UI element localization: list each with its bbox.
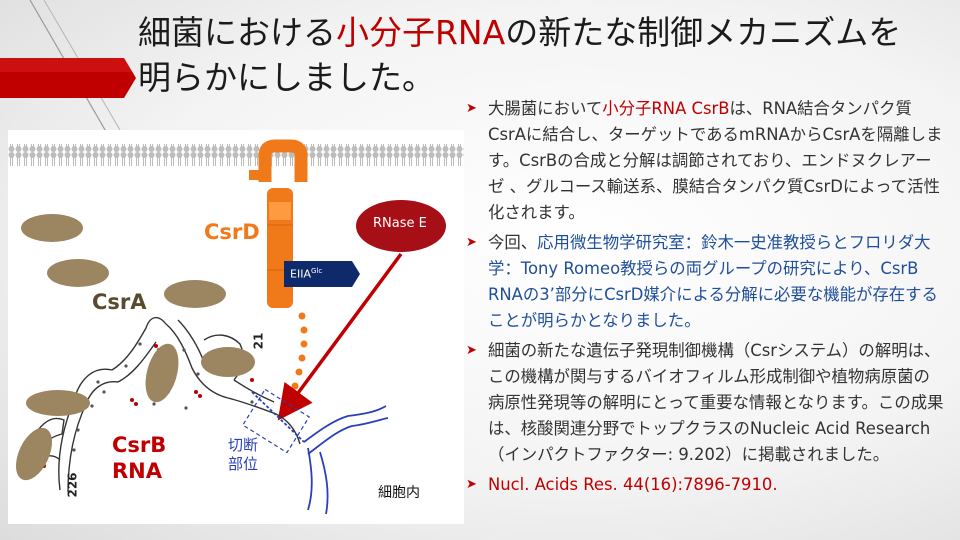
csrb-rna-label: CsrB RNA [112,433,167,483]
position-21-label: 21 [251,332,266,350]
csra-label: CsrA [92,290,147,314]
position-226-label: 226 [65,472,80,498]
csrd-dotted-path [291,312,308,390]
eiia-box [284,261,360,287]
csra-protein [201,347,255,377]
eiia-label: EIIAGlc [290,267,323,281]
csrd-label: CsrD [204,220,260,244]
csrb-mechanism-figure: CsrD RNase E EIIAGlc CsrA CsrB RNA 切断 部位… [8,130,464,524]
bullet-item: ➤ Nucl. Acids Res. 44(16):7896-7910. [466,472,944,498]
csra-protein [145,343,179,403]
csrb-3prime-region [251,391,389,515]
intracellular-label: 細胞内 [378,485,420,501]
csra-protein [47,259,109,287]
bullet-item: ➤ 細菌の新たな遺伝子発現制御機構（Csrシステム）の解明は、この機構が関与する… [466,338,944,468]
bullet-arrow-icon: ➤ [466,477,477,492]
csra-protein [164,280,226,308]
csra-protein [26,390,90,416]
cleavage-site-box [241,388,311,454]
csra-protein [21,214,83,242]
bullet-arrow-icon: ➤ [466,235,477,250]
citation: Nucl. Acids Res. 44(16):7896-7910. [488,475,778,494]
bullet-item: ➤ 大腸菌において小分子RNA CsrBは、RNA結合タンパク質CsrAに結合し… [466,96,944,226]
figure-drawing [8,139,464,515]
rnase-arrow [277,252,403,421]
red-ribbon [0,58,136,98]
bullet-arrow-icon: ➤ [466,101,477,116]
bullet-item: ➤ 今回、応用微生物学研究室：鈴木一史准教授らとフロリダ大学：Tony Rome… [466,230,944,334]
title-highlight: 小分子RNA [336,13,506,52]
cleavage-site-label: 切断 部位 [228,436,259,473]
bullet-list: ➤ 大腸菌において小分子RNA CsrBは、RNA結合タンパク質CsrAに結合し… [466,96,944,502]
nucleotide-dots [72,342,254,452]
rnase-e-label: RNase E [373,216,427,231]
csra-protein [15,427,53,481]
page-title: 細菌における小分子RNAの新たな制御メカニズムを 明らかにしました。 [138,13,902,97]
membrane [8,144,464,166]
bullet-arrow-icon: ➤ [466,343,477,358]
rnase-e [356,200,446,252]
csra-proteins [15,214,255,481]
